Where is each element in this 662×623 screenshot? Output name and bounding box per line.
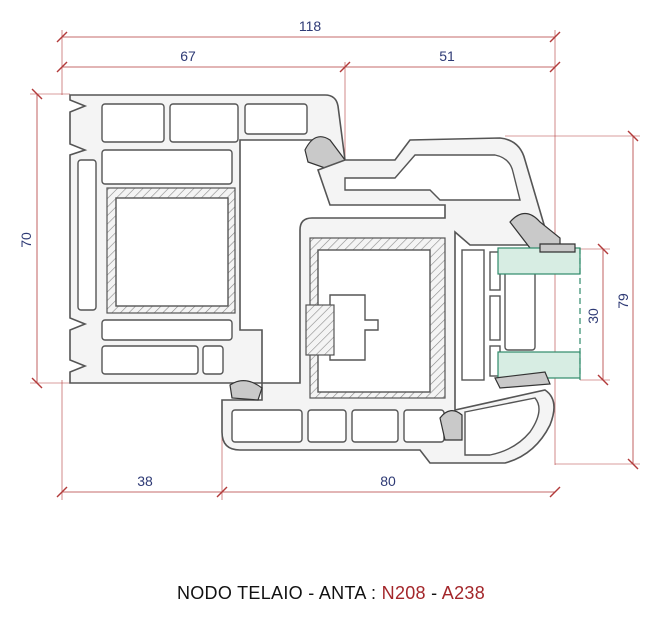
dimension-label-glass-thickness: 30	[585, 308, 601, 324]
dimension-label-bottom-left: 38	[137, 473, 153, 489]
caption-separator: -	[425, 583, 442, 603]
glazing-unit	[461, 243, 581, 389]
dimension-sash-height: 79	[505, 130, 640, 470]
dimension-left-width: 67	[56, 48, 555, 73]
dimension-overall-width: 118	[56, 18, 561, 43]
dimension-label-overall-width: 118	[299, 18, 322, 34]
dimension-label-sash-height: 79	[615, 293, 631, 309]
dimension-label-bottom-right: 80	[380, 473, 396, 489]
caption-frame-code: N208	[381, 583, 426, 603]
dimension-right-width: 51	[439, 48, 561, 73]
dimension-glass-thickness: 30	[580, 243, 610, 386]
dimension-label-right-width: 51	[439, 48, 455, 64]
caption-title: NODO TELAIO - ANTA :	[176, 583, 382, 603]
frame-profile	[69, 94, 346, 384]
window-section-drawing: 118 67 51 70 79 30	[18, 18, 640, 500]
dimension-bottom-right: 80	[222, 473, 561, 498]
sash-profile	[221, 137, 561, 464]
dimension-frame-height: 70	[18, 88, 70, 389]
drawing-caption: NODO TELAIO - ANTA : N208 - A238	[0, 583, 662, 604]
dimension-bottom-left: 38	[56, 380, 228, 500]
caption-sash-code: A238	[441, 583, 486, 603]
dimension-label-frame-height: 70	[18, 232, 34, 248]
dimension-label-left-width: 67	[180, 48, 196, 64]
